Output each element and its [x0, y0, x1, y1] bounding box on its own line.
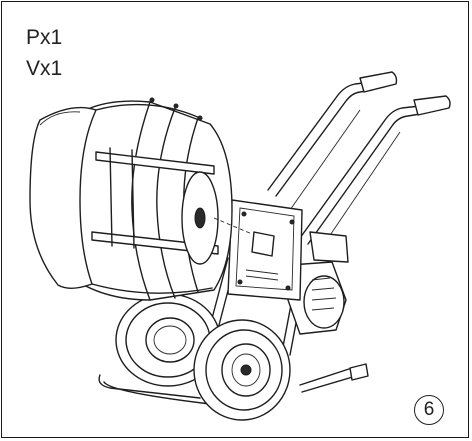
mounting-plate: [227, 199, 303, 301]
trolley-handles: [267, 71, 451, 251]
part-p-quantity: Px1: [26, 26, 63, 49]
parts-list: Px1 Vx1: [26, 22, 62, 84]
motor-unit: [287, 231, 349, 335]
mixer-drum: [29, 97, 253, 301]
step-number-badge: 6: [414, 395, 444, 425]
part-v-quantity: Vx1: [26, 57, 63, 80]
front-wheel: [193, 319, 291, 421]
